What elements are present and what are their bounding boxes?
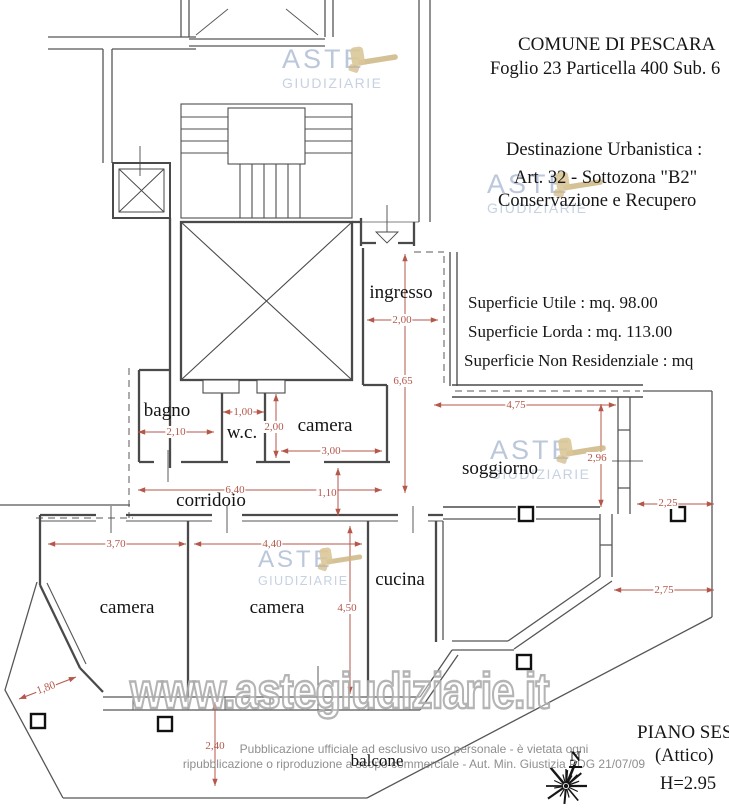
disclaimer-line-2: ripubblicazione o riproduzione a scopo c… bbox=[182, 756, 646, 771]
dashed-walls bbox=[36, 251, 640, 519]
dim-bagno-width: 2,10 bbox=[165, 426, 187, 438]
light-well bbox=[179, 220, 354, 394]
dim-camera3-height: 4,50 bbox=[336, 602, 358, 614]
watermark-brand-line2: GIUDIZIARIE bbox=[490, 466, 591, 482]
urban-destination-note: Conservazione e Recupero bbox=[498, 191, 697, 211]
main-walls bbox=[38, 218, 643, 697]
floor-title: PIANO SES bbox=[637, 722, 729, 743]
compass-rose bbox=[546, 760, 587, 805]
dim-corridoio-height: 1,10 bbox=[316, 487, 338, 499]
room-label-wc: w.c. bbox=[226, 422, 258, 443]
dim-terrazzo-sud: 2,75 bbox=[653, 584, 675, 596]
dim-camera3-width: 4,40 bbox=[261, 538, 283, 550]
dim-wc-width: 1,00 bbox=[232, 406, 254, 418]
dim-soggiorno-height: 2,96 bbox=[586, 452, 608, 464]
disclaimer-line-1: Pubblicazione ufficiale ad esclusivo uso… bbox=[239, 742, 589, 756]
door-marks bbox=[110, 205, 414, 700]
watermark-aste-top: ASTE GIUDIZIARIE bbox=[282, 44, 399, 91]
watermark-brand-line1: ASTE bbox=[490, 435, 573, 465]
cadastral-reference: Foglio 23 Particella 400 Sub. 6 bbox=[490, 59, 721, 79]
disclaimer: Pubblicazione ufficiale ad esclusivo uso… bbox=[104, 742, 724, 771]
room-label-camera-2: camera bbox=[99, 597, 155, 618]
floor-subtitle: (Attico) bbox=[655, 746, 714, 766]
room-label-balcone: balcone bbox=[350, 751, 404, 770]
municipality-title: COMUNE DI PESCARA bbox=[518, 34, 716, 55]
dim-ingresso-width: 2,00 bbox=[391, 314, 413, 326]
urban-destination-title: Destinazione Urbanistica : bbox=[506, 140, 703, 160]
room-label-camera-1: camera bbox=[297, 415, 353, 436]
watermark-brand-line2: GIUDIZIARIE bbox=[487, 200, 588, 216]
room-label-corridoio: corridoio bbox=[176, 490, 246, 511]
watermark-brand-line2: GIUDIZIARIE bbox=[282, 75, 383, 91]
dim-camera1-width: 3,00 bbox=[320, 445, 342, 457]
dim-wc-height: 2,00 bbox=[263, 421, 285, 433]
gavel-icon bbox=[317, 547, 363, 572]
dim-ingresso-height: 6,65 bbox=[392, 375, 414, 387]
floor-height: H=2.95 bbox=[660, 774, 717, 794]
room-label-bagno: bagno bbox=[143, 400, 191, 421]
watermark-brand-line1: ASTE bbox=[258, 545, 333, 573]
room-label-cucina: cucina bbox=[375, 569, 425, 590]
superficie-lorda: Superficie Lorda : mq. 113.00 bbox=[468, 322, 673, 341]
watermark-aste-right: ASTE GIUDIZIARIE bbox=[487, 169, 604, 216]
watermark-brand-line1: ASTE bbox=[282, 44, 365, 74]
superficie-non-residenziale: Superficie Non Residenziale : mq bbox=[464, 351, 694, 370]
watermark-url: www.astegiudiziarie.it bbox=[129, 662, 551, 720]
dim-soggiorno-width: 4,75 bbox=[505, 399, 527, 411]
dim-camera2-width: 3,70 bbox=[105, 538, 127, 550]
watermark-brand-line1: ASTE bbox=[487, 169, 570, 199]
elevator-shaft bbox=[112, 146, 171, 219]
watermark-brand-line2: GIUDIZIARIE bbox=[258, 573, 349, 588]
thin-walls bbox=[0, 0, 713, 799]
dim-terrazzo-est: 2,25 bbox=[657, 497, 679, 509]
room-label-camera-3: camera bbox=[249, 597, 305, 618]
room-label-soggiorno: soggiorno bbox=[462, 458, 538, 479]
watermark-aste-soggiorno: ASTE GIUDIZIARIE bbox=[490, 435, 607, 482]
watermark-aste-camera: ASTE GIUDIZIARIE bbox=[258, 545, 363, 588]
room-label-ingresso: ingresso bbox=[369, 282, 433, 303]
gavel-icon bbox=[348, 46, 399, 74]
compass-north-label: N bbox=[569, 749, 582, 768]
staircase bbox=[180, 103, 353, 219]
superficie-utile: Superficie Utile : mq. 98.00 bbox=[468, 293, 658, 312]
urban-destination-article: Art. 32 - Sottozona "B2" bbox=[514, 168, 698, 188]
